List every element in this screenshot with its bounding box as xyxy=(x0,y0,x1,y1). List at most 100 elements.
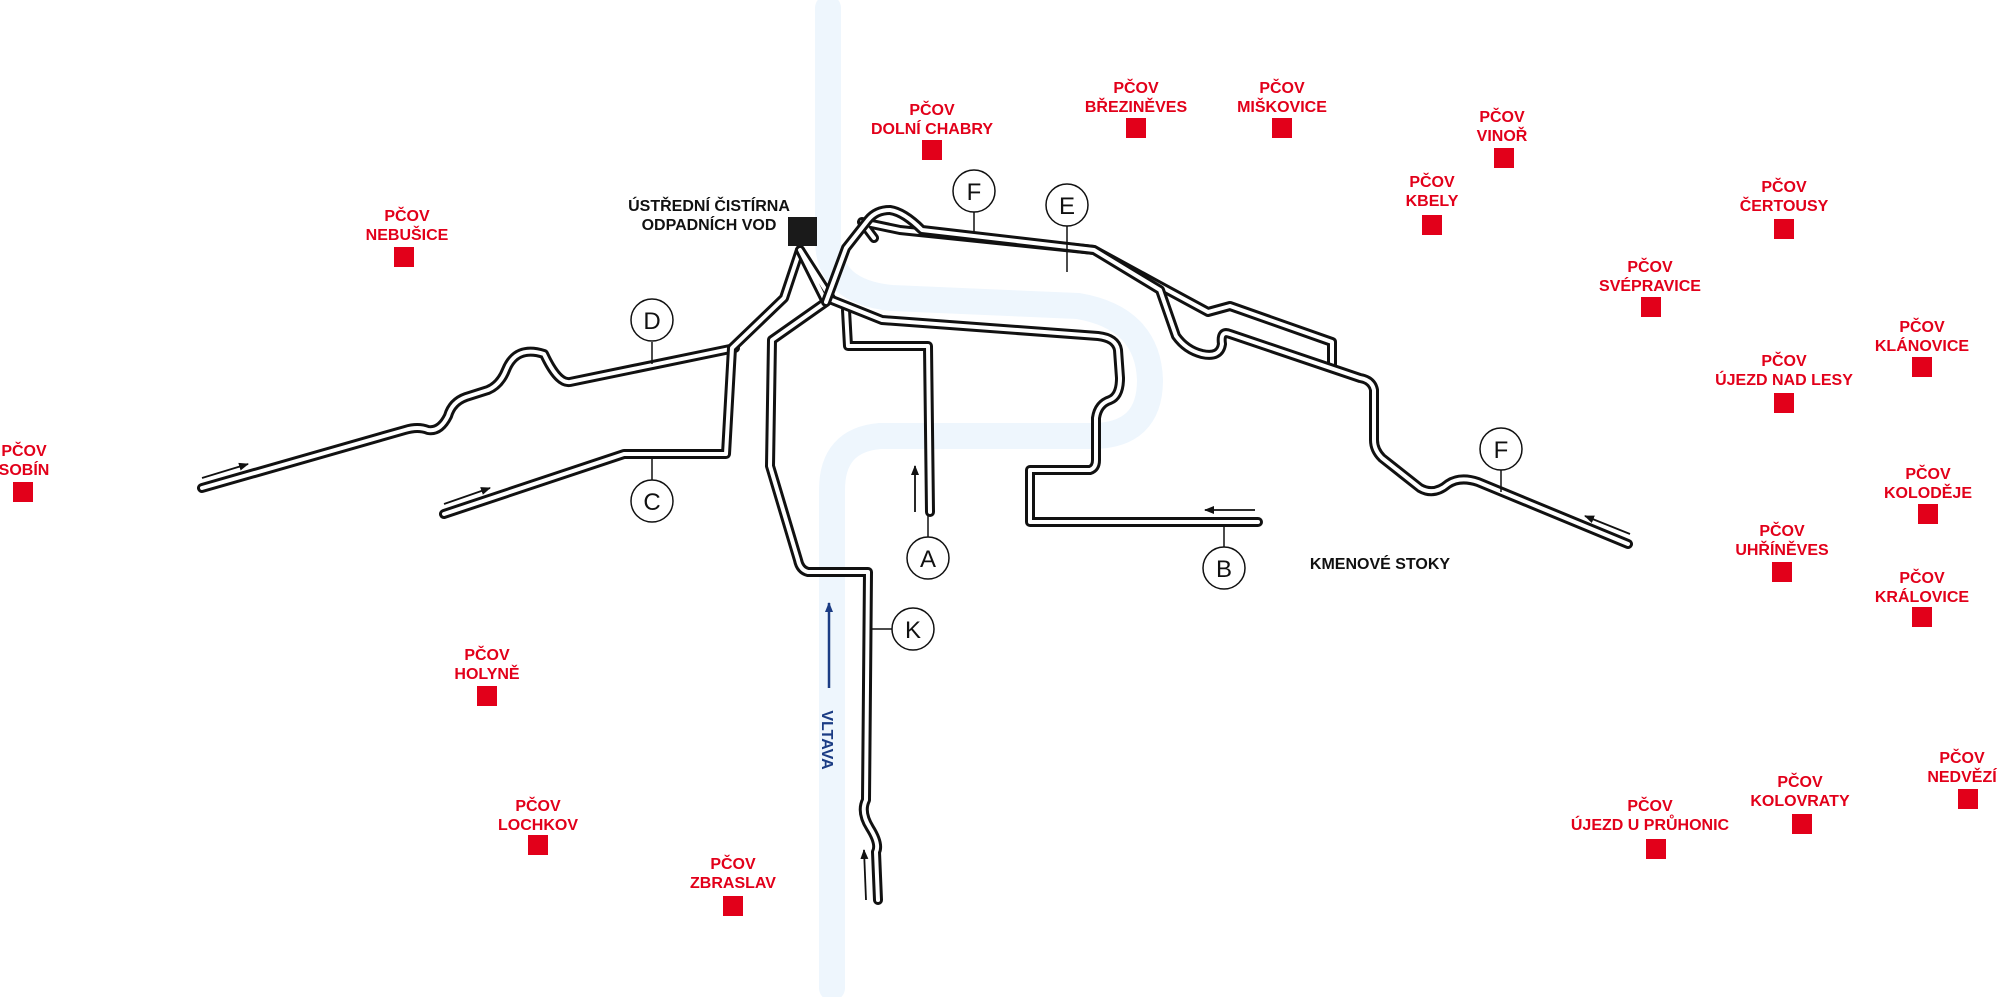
svg-text:PČOV: PČOV xyxy=(1627,796,1673,815)
plant-marker xyxy=(723,896,743,916)
plant-uhrineves: PČOV UHŘÍNĚVES xyxy=(1735,521,1829,582)
plant-marker xyxy=(1912,357,1932,377)
flow-arrow-c xyxy=(443,487,491,505)
plant-brezineves: PČOV BŘEZINĚVES xyxy=(1085,78,1188,138)
sewer-k-pipe xyxy=(765,245,883,905)
sewer-f-pipe xyxy=(821,205,1633,549)
sewer-badge-f-north: F xyxy=(952,169,996,232)
plant-marker xyxy=(922,140,942,160)
plant-svepravice: PČOV SVÉPRAVICE xyxy=(1599,257,1701,317)
svg-text:ÚJEZD NAD LESY: ÚJEZD NAD LESY xyxy=(1715,370,1853,389)
plant-nedvezi: PČOV NEDVĚZÍ xyxy=(1927,748,1997,809)
plant-zbraslav: PČOV ZBRASLAV xyxy=(690,854,776,916)
svg-text:PČOV: PČOV xyxy=(1759,521,1805,540)
svg-text:PČOV: PČOV xyxy=(1409,172,1455,191)
plant-marker xyxy=(13,482,33,502)
plant-lochkov: PČOV LOCHKOV xyxy=(498,796,578,855)
plant-marker xyxy=(528,835,548,855)
svg-text:NEDVĚZÍ: NEDVĚZÍ xyxy=(1927,767,1997,786)
plant-vinor: PČOV VINOŘ xyxy=(1477,107,1528,168)
sewer-letter-e: E xyxy=(1059,193,1075,220)
svg-text:VINOŘ: VINOŘ xyxy=(1477,126,1528,145)
svg-text:KOLODĚJE: KOLODĚJE xyxy=(1884,483,1972,502)
flow-arrow-k xyxy=(860,849,869,901)
svg-text:PČOV: PČOV xyxy=(1627,257,1673,276)
river-label: VLTAVA xyxy=(818,710,835,770)
plant-marker xyxy=(1958,789,1978,809)
sewer-letter-a: A xyxy=(920,546,936,573)
svg-text:PČOV: PČOV xyxy=(1,441,47,460)
svg-text:PČOV: PČOV xyxy=(464,645,510,664)
plant-kolodeje: PČOV KOLODĚJE xyxy=(1884,464,1972,524)
svg-text:PČOV: PČOV xyxy=(1259,78,1305,97)
svg-text:PČOV: PČOV xyxy=(1777,772,1823,791)
plant-ujezd-u-pruhonic: PČOV ÚJEZD U PRŮHONIC xyxy=(1571,796,1730,859)
plant-marker xyxy=(1774,393,1794,413)
plant-ujezd-nad-lesy: PČOV ÚJEZD NAD LESY xyxy=(1715,351,1853,413)
svg-text:HOLYNĚ: HOLYNĚ xyxy=(454,664,520,683)
plant-marker xyxy=(1912,607,1932,627)
sewer-badge-a: A xyxy=(906,516,950,580)
sewer-letter-b: B xyxy=(1216,556,1232,583)
svg-text:KOLOVRATY: KOLOVRATY xyxy=(1750,793,1850,810)
svg-text:PČOV: PČOV xyxy=(515,796,561,815)
plant-marker xyxy=(1422,215,1442,235)
trunk-sewers xyxy=(197,205,1633,905)
svg-text:LOCHKOV: LOCHKOV xyxy=(498,817,578,834)
sewer-badge-d: D xyxy=(630,298,674,364)
plant-marker xyxy=(1126,118,1146,138)
svg-text:PČOV: PČOV xyxy=(1905,464,1951,483)
sewer-badge-c: C xyxy=(630,458,674,523)
svg-text:ČERTOUSY: ČERTOUSY xyxy=(1740,196,1829,215)
svg-text:KRÁLOVICE: KRÁLOVICE xyxy=(1875,587,1970,606)
plant-marker xyxy=(1494,148,1514,168)
sewer-a-pipe xyxy=(841,305,935,517)
svg-text:MIŠKOVICE: MIŠKOVICE xyxy=(1237,97,1327,116)
svg-text:PČOV: PČOV xyxy=(710,854,756,873)
svg-text:PČOV: PČOV xyxy=(909,100,955,119)
svg-text:PČOV: PČOV xyxy=(1761,351,1807,370)
central-plant-label-line1: ÚSTŘEDNÍ ČISTÍRNA xyxy=(628,196,790,215)
sewer-badges: D C A B K F E xyxy=(630,169,1523,651)
svg-text:BŘEZINĚVES: BŘEZINĚVES xyxy=(1085,97,1188,116)
plant-miskovice: PČOV MIŠKOVICE xyxy=(1237,78,1327,138)
sewer-badge-b: B xyxy=(1202,526,1246,590)
plant-dolni-chabry: PČOV DOLNÍ CHABRY xyxy=(871,100,993,160)
plant-klanovice: PČOV KLÁNOVICE xyxy=(1875,317,1970,377)
svg-text:PČOV: PČOV xyxy=(1761,177,1807,196)
svg-text:PČOV: PČOV xyxy=(384,206,430,225)
central-plant-label-line2: ODPADNÍCH VOD xyxy=(642,215,777,234)
flow-arrows xyxy=(201,462,1631,901)
plant-marker xyxy=(1641,297,1661,317)
svg-text:KLÁNOVICE: KLÁNOVICE xyxy=(1875,336,1970,355)
svg-text:SVÉPRAVICE: SVÉPRAVICE xyxy=(1599,276,1701,295)
vltava-river xyxy=(815,0,1163,997)
plant-marker xyxy=(1646,839,1666,859)
plant-certousy: PČOV ČERTOUSY xyxy=(1740,177,1829,239)
sewer-badge-k: K xyxy=(872,607,935,651)
plant-marker xyxy=(477,686,497,706)
svg-text:ÚJEZD U PRŮHONIC: ÚJEZD U PRŮHONIC xyxy=(1571,814,1730,834)
central-plant-marker xyxy=(788,217,817,246)
svg-text:PČOV: PČOV xyxy=(1939,748,1985,767)
svg-text:SOBÍN: SOBÍN xyxy=(0,460,49,479)
plant-kolovraty: PČOV KOLOVRATY xyxy=(1750,772,1850,834)
sewer-letter-k: K xyxy=(905,617,921,644)
plant-marker xyxy=(1792,814,1812,834)
plant-nebusice: PČOV NEBUŠICE xyxy=(366,206,449,267)
plant-kbely: PČOV KBELY xyxy=(1406,172,1459,235)
plant-kralovice: PČOV KRÁLOVICE xyxy=(1875,568,1970,627)
svg-text:KBELY: KBELY xyxy=(1406,193,1459,210)
sewer-c-pipe xyxy=(439,245,805,519)
svg-text:PČOV: PČOV xyxy=(1899,568,1945,587)
svg-text:PČOV: PČOV xyxy=(1899,317,1945,336)
flow-arrow-d xyxy=(201,462,249,479)
sewer-letter-f-north: F xyxy=(967,179,982,206)
sewer-letter-f-east: F xyxy=(1494,437,1509,464)
svg-text:UHŘÍNĚVES: UHŘÍNĚVES xyxy=(1735,540,1829,559)
svg-text:PČOV: PČOV xyxy=(1479,107,1525,126)
plant-holyne: PČOV HOLYNĚ xyxy=(454,645,520,706)
trunk-sewers-label: KMENOVÉ STOKY xyxy=(1310,554,1451,573)
sewer-letter-d: D xyxy=(643,308,660,335)
